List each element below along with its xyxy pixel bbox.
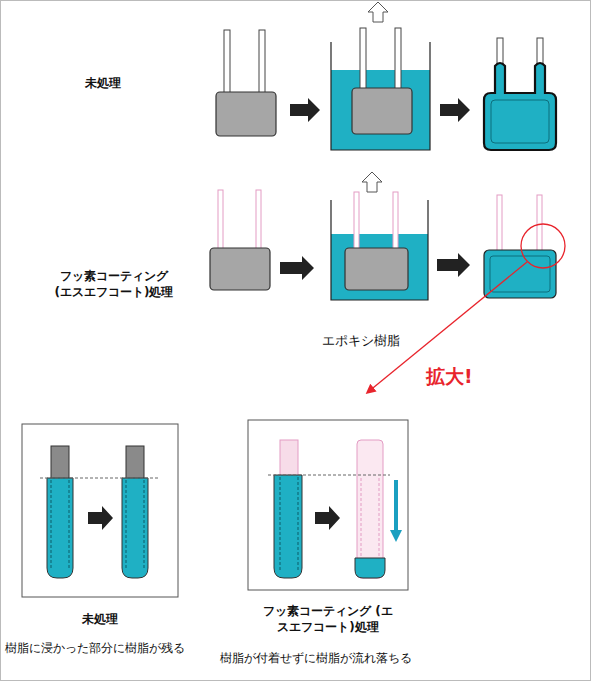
zoom-untreated xyxy=(22,424,178,597)
untreated-row xyxy=(216,2,556,150)
zoom-note: 拡大! xyxy=(426,364,506,390)
row-label: 未処理 xyxy=(78,75,128,91)
row-label: フッ素コーティング (エスエフコート)処理 xyxy=(50,268,178,300)
zoom-caption: フッ素コーティング (エスエフコート)処理 xyxy=(258,603,398,635)
result-note: 樹脂に浸かった部分に樹脂が残る xyxy=(5,641,215,657)
material-label: エポキシ樹脂 xyxy=(322,332,432,350)
coated-row xyxy=(210,172,565,392)
zoom-caption: 未処理 xyxy=(60,611,140,627)
result-note: 樹脂が付着せずに樹脂が流れ落ちる xyxy=(220,651,480,667)
zoom-coated xyxy=(248,420,408,590)
